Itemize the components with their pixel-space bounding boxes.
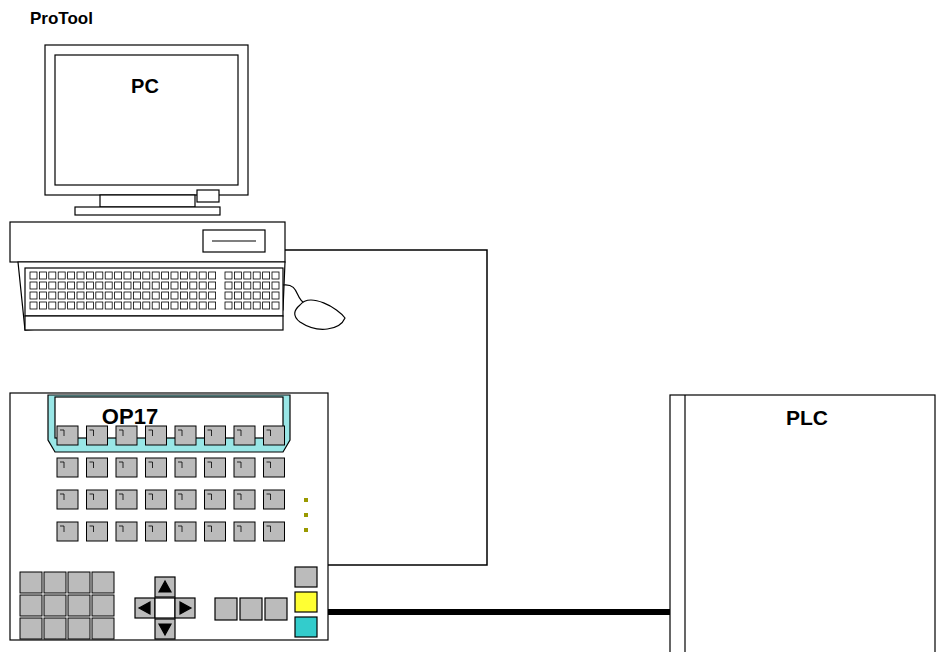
pc-node: ProToolPC bbox=[10, 6, 285, 262]
key-yellow bbox=[295, 592, 317, 612]
control-keys bbox=[215, 598, 287, 620]
op17-housing bbox=[10, 393, 328, 640]
status-leds bbox=[304, 498, 308, 532]
key-teal bbox=[295, 617, 317, 637]
mouse bbox=[295, 300, 345, 329]
keyboard-front bbox=[25, 316, 283, 330]
numeric-keypad bbox=[20, 572, 114, 639]
keyboard bbox=[25, 268, 283, 316]
monitor-neck bbox=[100, 195, 195, 207]
keyboard-keys bbox=[30, 272, 279, 309]
mouse-cord bbox=[283, 285, 305, 303]
disk-drive bbox=[203, 230, 265, 252]
device-label: PC bbox=[131, 76, 159, 96]
drive-slot bbox=[212, 240, 256, 241]
monitor-button bbox=[197, 190, 219, 202]
plc-box: PLC bbox=[670, 395, 935, 652]
monitor-housing bbox=[45, 45, 248, 195]
display-bezel bbox=[48, 395, 290, 452]
keyboard-outline bbox=[18, 262, 285, 330]
monitor-stand bbox=[75, 207, 220, 215]
pc-base-unit bbox=[10, 222, 285, 262]
software-label: ProTool bbox=[30, 10, 93, 27]
function-keys bbox=[57, 426, 285, 541]
operator-panel: OP17 bbox=[10, 393, 328, 640]
cursor-keys bbox=[135, 577, 195, 639]
key-gray bbox=[295, 567, 317, 587]
device-label: OP17 bbox=[102, 406, 158, 428]
plc-housing bbox=[670, 395, 935, 652]
programming-cable bbox=[285, 250, 487, 565]
monitor-screen bbox=[55, 55, 238, 185]
plc-side-strip bbox=[684, 395, 685, 652]
device-label: PLC bbox=[786, 407, 828, 428]
bus-cable bbox=[328, 609, 670, 615]
